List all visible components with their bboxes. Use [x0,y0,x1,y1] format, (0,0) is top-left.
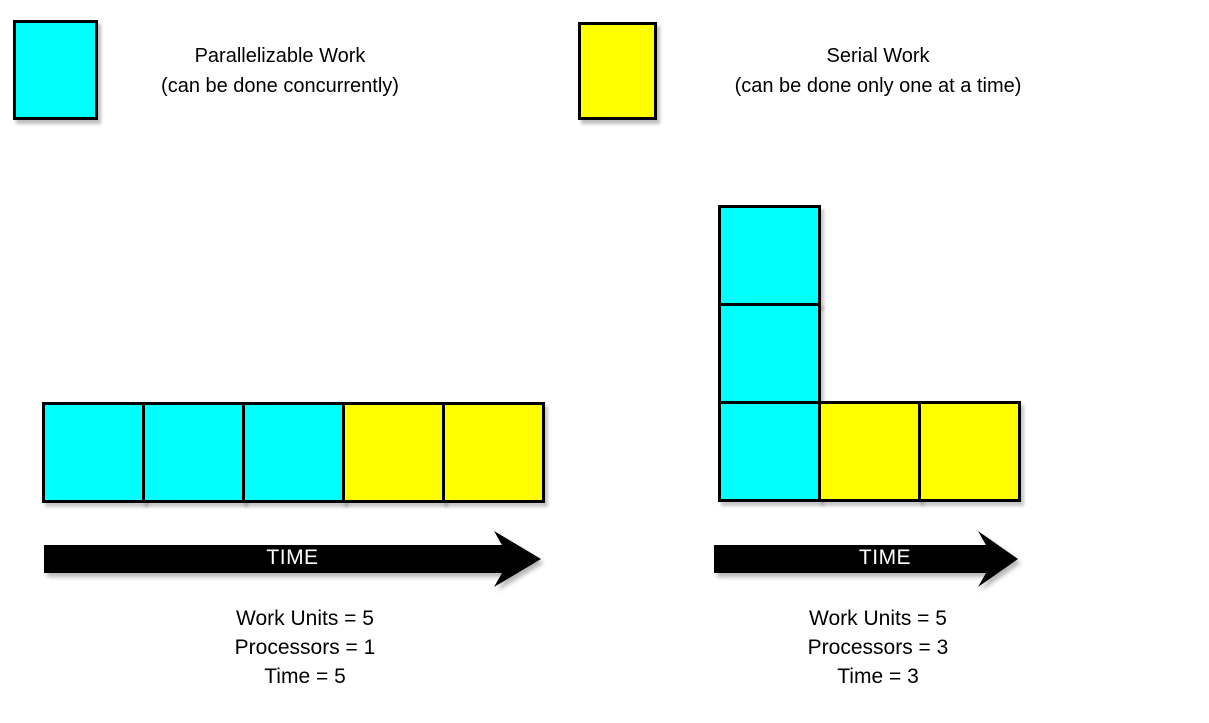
parallel-work-unit [242,402,345,503]
work-units-value: Work Units = 5 [236,607,374,630]
serial-work-unit [818,401,921,502]
parallel-work-unit [718,205,821,306]
serial-work-title: Serial Work [826,45,930,67]
parallel-work-swatch [13,20,98,120]
serial-work-swatch [578,22,657,120]
parallel-work-subtitle: (can be done concurrently) [161,75,399,97]
arrow-shape [44,531,541,587]
time-value: Time = 3 [837,665,919,688]
parallel-work-unit [718,303,821,404]
serial-work-legend: Serial Work (can be done only one at a t… [678,41,1078,101]
parallel-work-legend: Parallelizable Work (can be done concurr… [80,41,480,101]
time-arrow-left [44,531,541,587]
three-processor-stats: Work Units = 5 Processors = 3 Time = 3 [678,604,1078,691]
processors-value: Processors = 1 [234,636,376,659]
time-label-left: TIME [266,546,319,569]
serial-work-subtitle: (can be done only one at a time) [734,75,1022,97]
arrow-shape [714,531,1018,587]
time-arrow-right [714,531,1018,587]
work-units-value: Work Units = 5 [809,607,947,630]
parallel-work-title: Parallelizable Work [194,45,366,67]
parallel-work-unit [142,402,245,503]
serial-work-unit [342,402,445,503]
parallel-work-unit [42,402,145,503]
time-value: Time = 5 [264,665,346,688]
parallel-work-unit [718,401,821,502]
serial-work-unit [918,401,1021,502]
serial-work-unit [442,402,545,503]
processors-value: Processors = 3 [807,636,949,659]
one-processor-stats: Work Units = 5 Processors = 1 Time = 5 [105,604,505,691]
time-label-right: TIME [858,546,912,569]
